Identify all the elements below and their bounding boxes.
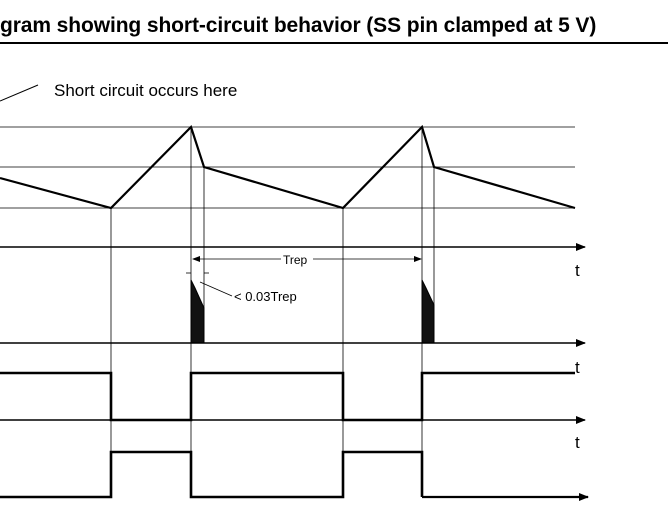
diagram-title: gram showing short-circuit behavior (SS … <box>0 14 597 37</box>
pulse-width-leader <box>199 281 233 297</box>
current-pulse-1 <box>190 279 205 344</box>
time-axis-2-label: t <box>575 358 580 377</box>
time-axis-1-label: t <box>575 261 580 280</box>
title-underline <box>0 42 668 44</box>
short-circuit-annotation: Short circuit occurs here <box>54 81 237 100</box>
vertical-guide-lines <box>110 127 435 497</box>
sawtooth-waveform <box>0 124 576 210</box>
pulse-width-label: < 0.03Trep <box>234 289 297 304</box>
current-pulse-2 <box>421 279 435 344</box>
annotation-leader-line <box>0 84 39 102</box>
trep-label: Trep <box>283 253 308 267</box>
square-waveform-2 <box>0 450 424 499</box>
time-axis-3-label: t <box>575 433 580 452</box>
square-waveform-1 <box>0 371 575 422</box>
